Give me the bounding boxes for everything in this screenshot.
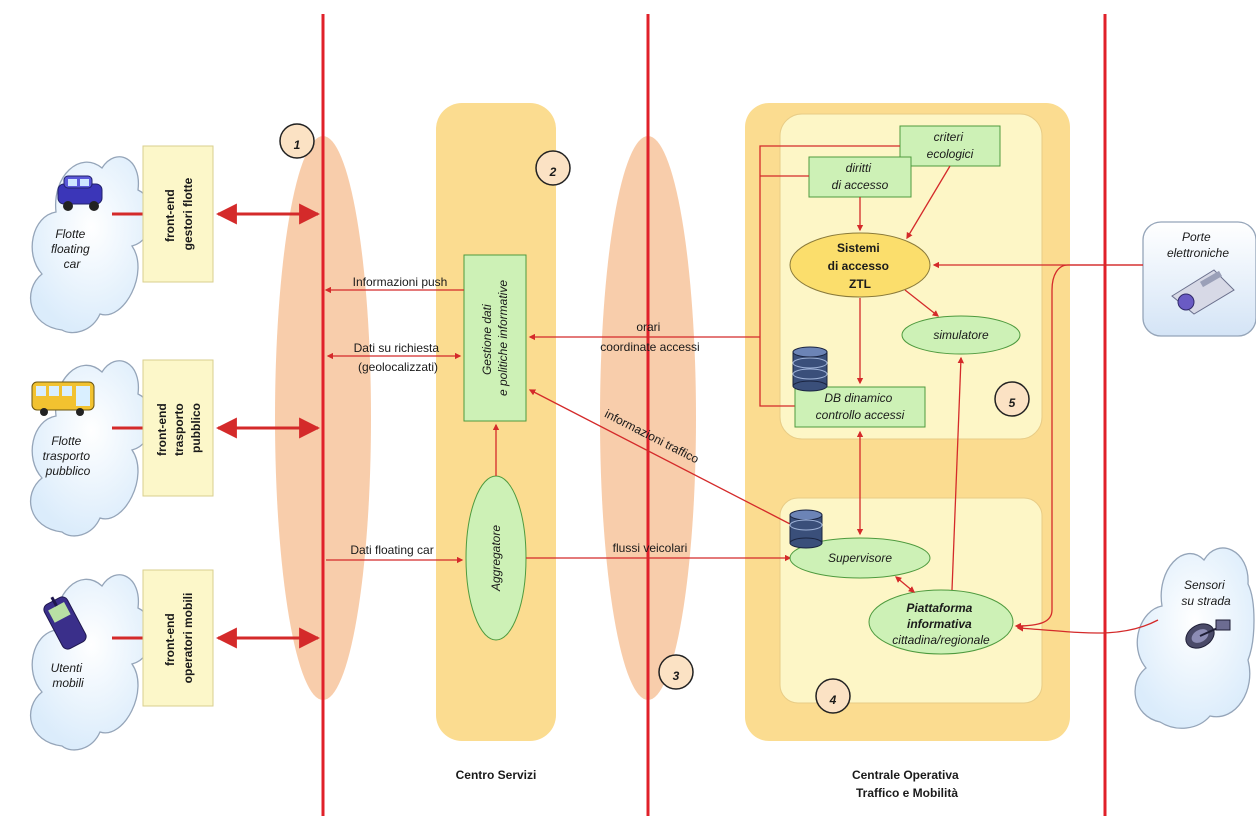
svg-text:Aggregatore: Aggregatore [489,525,503,592]
node-simulator: simulatore [901,315,1021,355]
data-management-label: Gestione dati e politiche informative [480,280,510,396]
floating-car-data-label: Dati floating car [350,543,433,557]
on-demand-label: Dati su richiesta (geolocalizzati) [354,341,443,374]
marker-2: 2 [535,150,571,186]
frontend-mobile-operators: front-end operatori mobili [142,569,214,707]
marker-4: 4 [815,678,851,714]
svg-text:3: 3 [673,669,680,683]
info-platform-label: Piattaforma informativa cittadina/region… [892,601,990,647]
node-supervisor: Supervisore [789,537,931,579]
electronic-gates-box: Porte elettroniche [1142,221,1256,337]
arrow-criteria-to-systems [906,165,951,240]
environmental-criteria-label: criteri ecologici [927,130,974,161]
arrow-supervisor-platform [895,576,915,593]
arrow-platform-to-simulator [951,356,965,591]
public-transport-label: Flotte trasporto pubblico [43,434,94,478]
gate-camera-icon [1171,269,1235,315]
cloud-road-sensors: Sensori su strada [1134,547,1255,729]
svg-text:2: 2 [549,165,557,179]
marker-1: 1 [279,123,315,159]
frontend-mobile-operators-label: front-end operatori mobili [163,593,195,684]
svg-text:Supervisore: Supervisore [828,551,892,565]
svg-text:simulatore: simulatore [933,328,989,342]
floating-car-label: Flotte floating car [51,227,93,271]
push-info-label: Informazioni push [353,275,448,289]
service-center-panel [436,103,556,741]
svg-text:5: 5 [1009,396,1016,410]
node-aggregator: Aggregatore [465,475,527,641]
node-environmental-criteria: criteri ecologici [899,125,1001,167]
node-info-platform: Piattaforma informativa cittadina/region… [868,589,1014,655]
cloud-floating-car: Flotte floating car [29,156,153,334]
schedules-label: orari coordinate accessi [600,320,699,354]
frontend-public-transport: front-end trasporto pubblico [142,359,214,497]
node-access-systems: Sistemi di accesso ZTL [789,232,931,298]
operations-center-title: Centrale Operativa Traffico e Mobilità [852,768,962,800]
frontend-public-transport-label: front-end trasporto pubblico [155,400,203,456]
car-icon [57,175,103,211]
mobile-users-label: Utenti mobili [51,661,86,690]
mobile-phone-icon [43,596,87,650]
vehicle-flows-label: flussi veicolari [613,541,688,555]
electronic-gates-label: Porte elettroniche [1167,230,1229,260]
marker-5: 5 [994,381,1030,417]
database-icon-supervisor [789,509,823,549]
access-systems-label: Sistemi di accesso ZTL [828,241,893,291]
arrow-traffic-info [528,389,793,526]
frontend-fleet-managers-label: front-end gestori flotte [163,177,195,250]
node-dynamic-db: DB dinamico controllo accessi [794,386,926,428]
svg-text:1: 1 [294,138,301,152]
bracket-connector [759,145,900,407]
cloud-public-transport: Flotte trasporto pubblico [29,360,153,537]
cloud-mobile-users: Utenti mobili [29,574,153,751]
node-data-management: Gestione dati e politiche informative [463,254,527,422]
frontend-fleet-managers: front-end gestori flotte [142,145,214,283]
access-rights-label: diritti di accesso [832,161,889,192]
arrow-sensors-to-platform [1016,619,1159,634]
arrow-gates-to-platform [1014,264,1143,630]
road-sensors-label: Sensori su strada [1181,578,1231,608]
service-center-title: Centro Servizi [456,768,537,782]
node-access-rights: diritti di accesso [808,156,912,198]
marker-3: 3 [658,654,694,690]
sensor-antenna-icon [1185,619,1231,649]
database-icon [792,346,828,392]
bus-icon [31,381,95,416]
dynamic-db-label: DB dinamico controllo accessi [816,391,905,422]
svg-text:4: 4 [829,693,837,707]
arrow-systems-to-simulator [904,289,940,317]
